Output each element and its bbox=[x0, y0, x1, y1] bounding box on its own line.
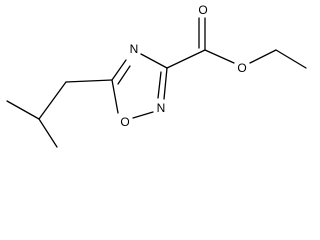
bond-c3-n2-a bbox=[163, 67, 168, 100]
chemical-structure: N N O O O bbox=[6, 3, 307, 148]
atom-label-n4: N bbox=[130, 42, 139, 56]
bond-n4-c3 bbox=[140, 53, 168, 69]
bond-ch-ch2 bbox=[38, 81, 67, 120]
bond-c3-carbonyl bbox=[166, 49, 206, 69]
bond-methyl-left bbox=[6, 100, 40, 120]
bond-c5-n4-b bbox=[117, 65, 131, 85]
bond-oest-ch2 bbox=[249, 49, 277, 64]
bond-methyl-lower bbox=[38, 118, 58, 148]
atom-label-o-ester: O bbox=[237, 61, 246, 75]
bond-carbonyl-oest bbox=[204, 49, 235, 64]
bond-c5-n4-a bbox=[111, 59, 127, 81]
atom-label-n2: N bbox=[157, 101, 166, 115]
atom-label-o1: O bbox=[120, 115, 129, 129]
atom-label-o-carbonyl: O bbox=[198, 3, 207, 17]
bond-c3-n2-b bbox=[157, 71, 162, 99]
bond-o1-c5 bbox=[111, 79, 119, 114]
bond-ch2-ch3 bbox=[275, 49, 307, 69]
bond-n2-o1 bbox=[132, 111, 154, 119]
bond-ch2-c5 bbox=[65, 79, 113, 83]
